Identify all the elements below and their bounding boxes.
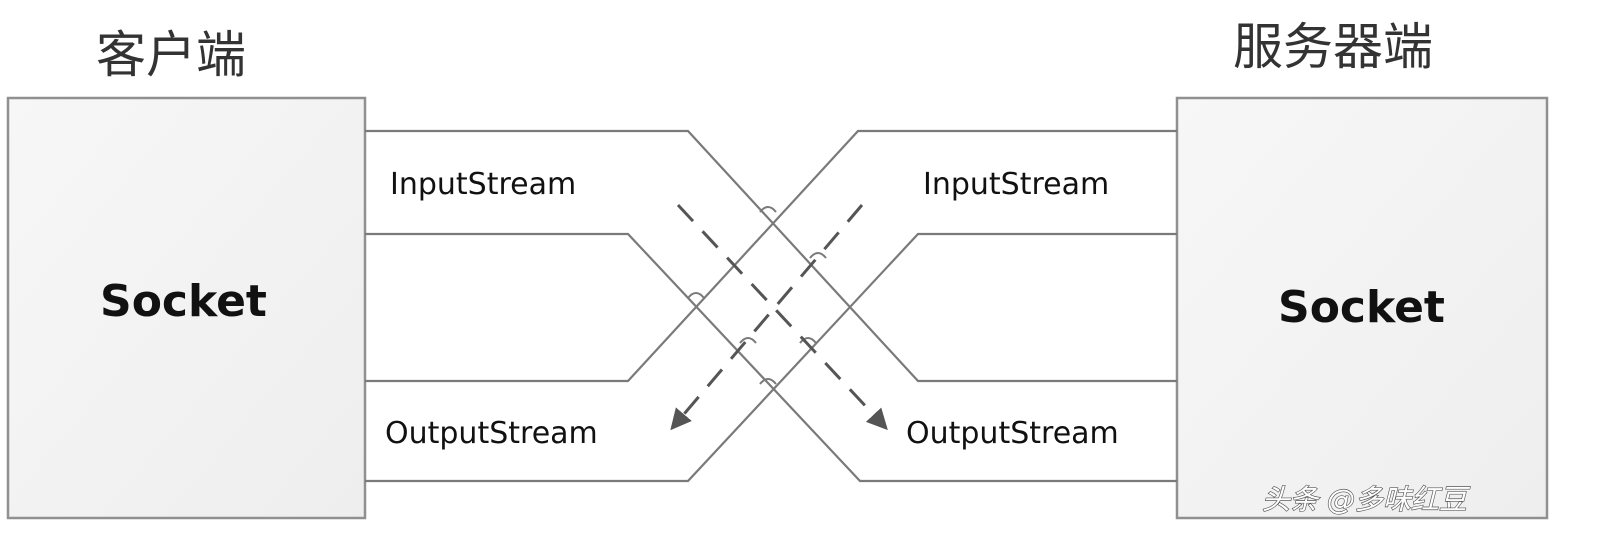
client-title: 客户端 <box>96 26 246 84</box>
server-socket-label: Socket <box>1278 282 1445 333</box>
crossing-marks <box>687 206 827 385</box>
server-socket-box <box>1175 96 1549 520</box>
client-output-stream-label: OutputStream <box>385 416 598 451</box>
server-output-stream-label: OutputStream <box>906 416 1119 451</box>
flow-arrow-to-server-output <box>676 203 888 431</box>
client-output-channel <box>365 129 1177 483</box>
client-input-channel <box>365 129 1177 483</box>
flow-arrow-to-client-output <box>670 204 864 431</box>
client-input-stream-label: InputStream <box>390 167 576 202</box>
client-socket-label: Socket <box>100 276 267 327</box>
server-title: 服务器端 <box>1233 18 1433 76</box>
server-input-stream-label: InputStream <box>923 167 1109 202</box>
client-socket-box <box>6 96 367 520</box>
watermark-text: 头条 @多味红豆 <box>1262 483 1471 516</box>
